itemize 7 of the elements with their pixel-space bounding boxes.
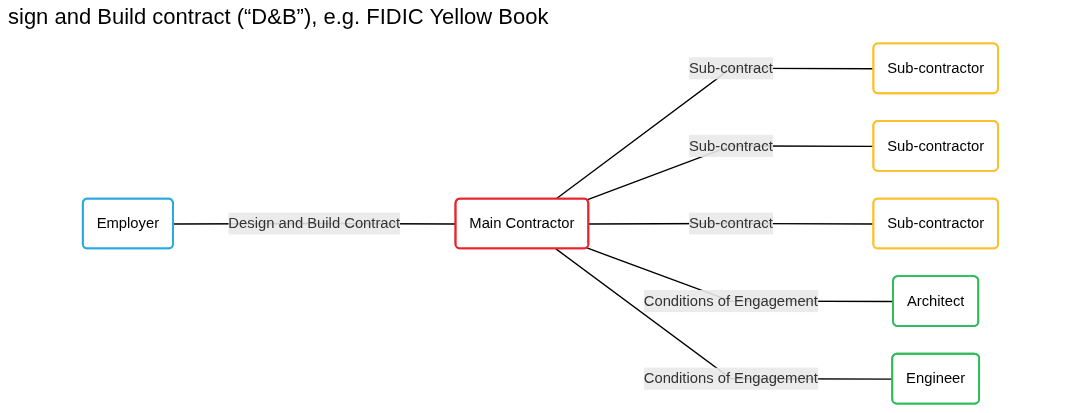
edge-label: Sub-contract <box>689 60 773 76</box>
edge-label: Conditions of Engagement <box>643 370 819 387</box>
edge-label: Design and Build Contract <box>228 215 401 231</box>
edge-label: Conditions of Engagement <box>643 292 819 309</box>
edge-label: Sub-contract <box>689 215 773 231</box>
edge-label: Sub-contract <box>689 137 773 154</box>
diagram-title: sign and Build contract (“D&B”), e.g. FIDIC Yellow Book <box>7 3 550 31</box>
